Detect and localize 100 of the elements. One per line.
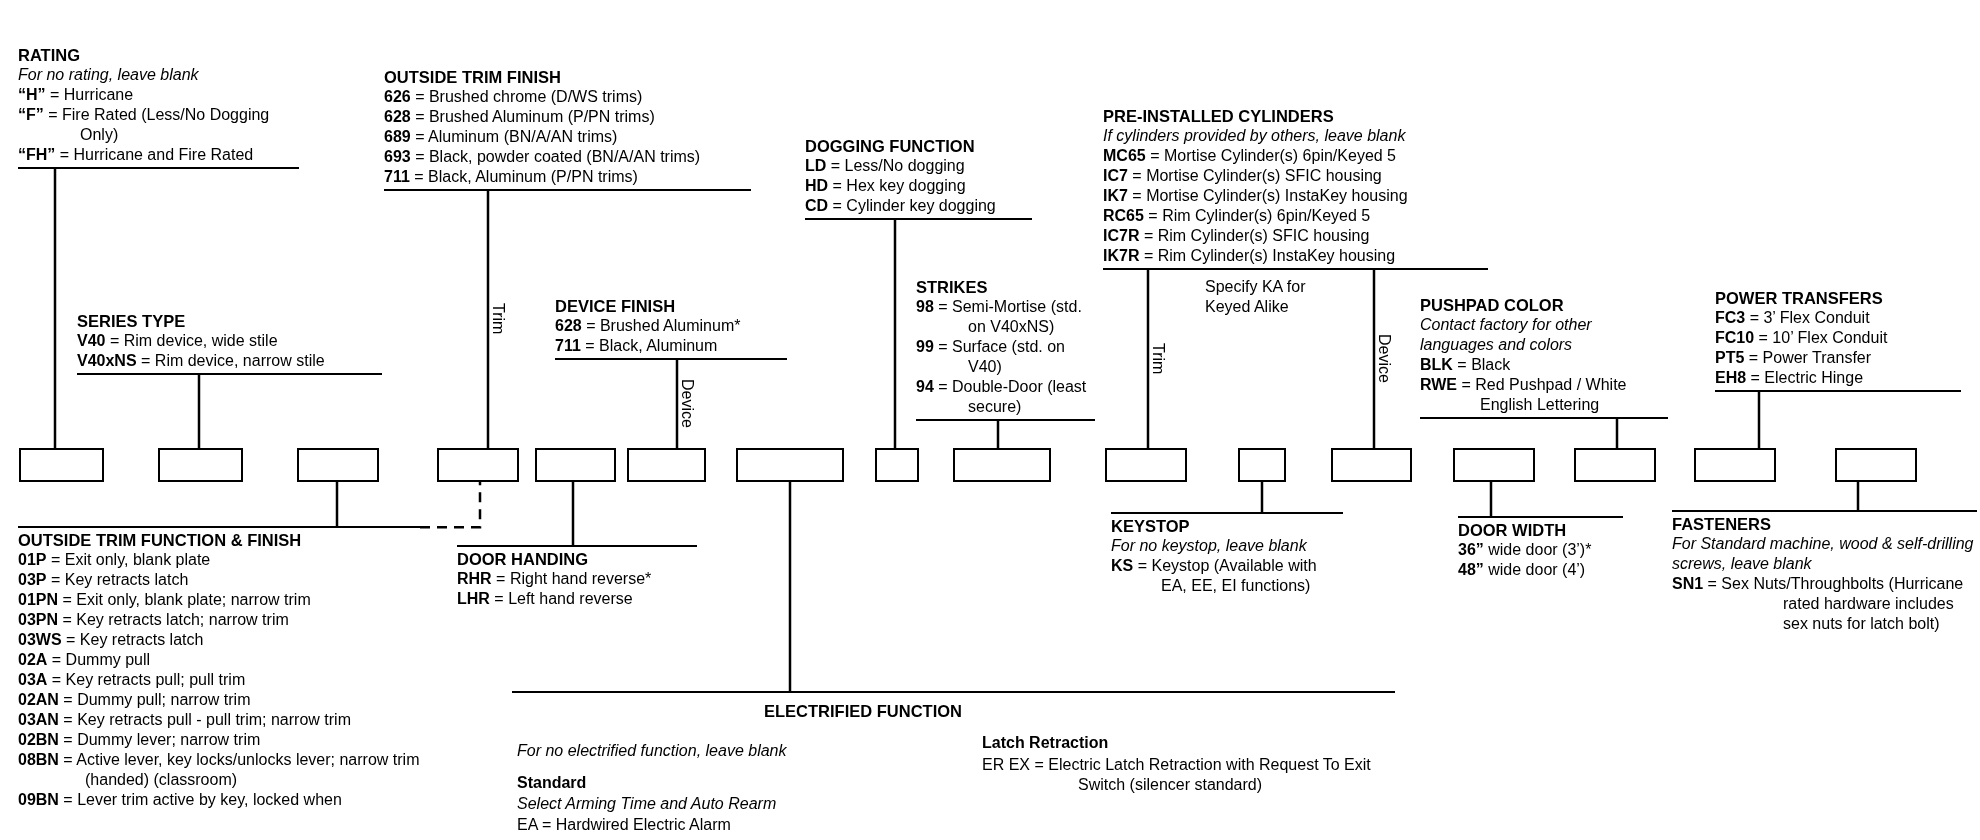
section-heading: SERIES TYPE <box>77 311 187 331</box>
option-group <box>18 526 420 810</box>
option-text: RWE = Red Pushpad / White English Lettering <box>1420 375 1628 415</box>
option-text: RC65 = Rim Cylinder(s) 6pin/Keyed 5 <box>1103 206 1372 226</box>
leader-line <box>1489 482 1493 518</box>
option-text: EA = Hardwired Electric Alarm <box>517 815 732 835</box>
note-text: Specify KA for Keyed Alike <box>1205 277 1307 317</box>
option-text: 01PN = Exit only, blank plate; narrow trim <box>18 590 312 610</box>
option-text: 03WS = Key retracts latch <box>18 630 205 650</box>
entry-box <box>1694 448 1776 482</box>
entry-box <box>1453 448 1535 482</box>
note-text: For no rating, leave blank <box>18 65 200 85</box>
entry-box <box>437 448 519 482</box>
section-heading: DOGGING FUNCTION <box>805 136 976 156</box>
section-heading: ELECTRIFIED FUNCTION <box>763 701 963 721</box>
option-text: 02A = Dummy pull <box>18 650 152 670</box>
section-heading: DOOR HANDING <box>457 549 590 569</box>
section-heading: RATING <box>18 45 82 65</box>
note-text: Contact factory for other languages and colors <box>1420 315 1593 355</box>
entry-box <box>1105 448 1187 482</box>
leader-line <box>335 482 339 528</box>
option-group <box>1672 510 1977 634</box>
option-text: 711 = Black, Aluminum (P/PN trims) <box>384 167 639 187</box>
leader-line <box>53 167 57 448</box>
entry-box <box>736 448 844 482</box>
option-text: KS = Keystop (Available with EA, EE, EI functions) <box>1111 556 1318 596</box>
leader-line <box>1615 417 1619 448</box>
subheading: Latch Retraction <box>982 733 1110 753</box>
option-text: 03PN = Key retracts latch; narrow trim <box>18 610 290 630</box>
leader-line <box>197 373 201 448</box>
option-text: V40xNS = Rim device, narrow stile <box>77 351 326 371</box>
note-text: For no keystop, leave blank <box>1111 536 1308 556</box>
option-text: 99 = Surface (std. on V40) <box>916 337 1066 377</box>
section-heading: OUTSIDE TRIM FINISH <box>384 67 562 87</box>
leader-line <box>996 419 1000 448</box>
section-heading: KEYSTOP <box>1111 516 1191 536</box>
leader-line <box>675 358 679 448</box>
option-text: LHR = Left hand reverse <box>457 589 634 609</box>
option-text: MC65 = Mortise Cylinder(s) 6pin/Keyed 5 <box>1103 146 1397 166</box>
option-text: 48” wide door (4’) <box>1458 560 1587 580</box>
section-heading: FASTENERS <box>1672 514 1773 534</box>
option-text: 693 = Black, powder coated (BN/A/AN trims) <box>384 147 702 167</box>
section-heading: STRIKES <box>916 277 989 297</box>
option-text: 689 = Aluminum (BN/A/AN trims) <box>384 127 619 147</box>
leader-line <box>420 482 482 529</box>
option-text: CD = Cylinder key dogging <box>805 196 997 216</box>
option-group <box>1111 512 1343 596</box>
option-text: FC10 = 10’ Flex Conduit <box>1715 328 1889 348</box>
note-text: For Standard machine, wood & self-drilling screws, leave blank <box>1672 534 1975 574</box>
leader-line <box>1260 482 1264 514</box>
entry-box <box>953 448 1051 482</box>
option-text: IC7 = Mortise Cylinder(s) SFIC housing <box>1103 166 1383 186</box>
leader-line <box>486 189 490 448</box>
option-text: PT5 = Power Transfer <box>1715 348 1873 368</box>
note-text: If cylinders provided by others, leave blank <box>1103 126 1407 146</box>
option-text: IC7R = Rim Cylinder(s) SFIC housing <box>1103 226 1371 246</box>
edge-label: Trim <box>490 303 506 335</box>
entry-box <box>1238 448 1286 482</box>
option-text: 711 = Black, Aluminum <box>555 336 719 356</box>
section-heading: OUTSIDE TRIM FUNCTION & FINISH <box>18 530 303 550</box>
option-group <box>1458 516 1623 580</box>
leader-line <box>1757 390 1761 448</box>
option-text: V40 = Rim device, wide stile <box>77 331 279 351</box>
option-text: 36” wide door (3’)* <box>1458 540 1593 560</box>
option-text: 628 = Brushed Aluminum (P/PN trims) <box>384 107 656 127</box>
section-heading: DEVICE FINISH <box>555 296 677 316</box>
option-text: 626 = Brushed chrome (D/WS trims) <box>384 87 644 107</box>
option-text: “H” = Hurricane <box>18 85 135 105</box>
entry-box <box>297 448 379 482</box>
option-text: SN1 = Sex Nuts/Throughbolts (Hurricane rated hardware includes sex nuts for latch bolt) <box>1672 574 1965 634</box>
entry-box <box>1331 448 1412 482</box>
option-text: IK7 = Mortise Cylinder(s) InstaKey housing <box>1103 186 1409 206</box>
section-heading: DOOR WIDTH <box>1458 520 1568 540</box>
subheading: Standard <box>517 773 588 793</box>
section-heading: POWER TRANSFERS <box>1715 288 1884 308</box>
option-text: HD = Hex key dogging <box>805 176 967 196</box>
option-text: 03A = Key retracts pull; pull trim <box>18 670 247 690</box>
entry-box <box>875 448 919 482</box>
option-text: RHR = Right hand reverse* <box>457 569 653 589</box>
option-text: 01P = Exit only, blank plate <box>18 550 212 570</box>
entry-box <box>1574 448 1656 482</box>
option-text: 09BN = Lever trim active by key, locked when <box>18 790 343 810</box>
option-text: 98 = Semi-Mortise (std. on V40xNS) <box>916 297 1083 337</box>
section-heading: PUSHPAD COLOR <box>1420 295 1565 315</box>
option-text: ER EX = Electric Latch Retraction with Request To Exit Switch (silencer standard) <box>982 755 1372 795</box>
option-text: “F” = Fire Rated (Less/No Dogging Only) <box>18 105 271 145</box>
edge-label: Device <box>679 378 695 428</box>
option-text: 03P = Key retracts latch <box>18 570 190 590</box>
leader-line <box>788 482 792 693</box>
note-text: For no electrified function, leave blank <box>517 741 788 761</box>
leader-line <box>1146 268 1150 448</box>
leader-line <box>571 482 575 547</box>
entry-box <box>627 448 706 482</box>
option-text: 02AN = Dummy pull; narrow trim <box>18 690 252 710</box>
leader-line <box>1856 482 1860 512</box>
option-text: LD = Less/No dogging <box>805 156 966 176</box>
note-text: Select Arming Time and Auto Rearm <box>517 794 778 814</box>
option-text: 02BN = Dummy lever; narrow trim <box>18 730 262 750</box>
option-text: BLK = Black <box>1420 355 1512 375</box>
section-heading: PRE-INSTALLED CYLINDERS <box>1103 106 1335 126</box>
